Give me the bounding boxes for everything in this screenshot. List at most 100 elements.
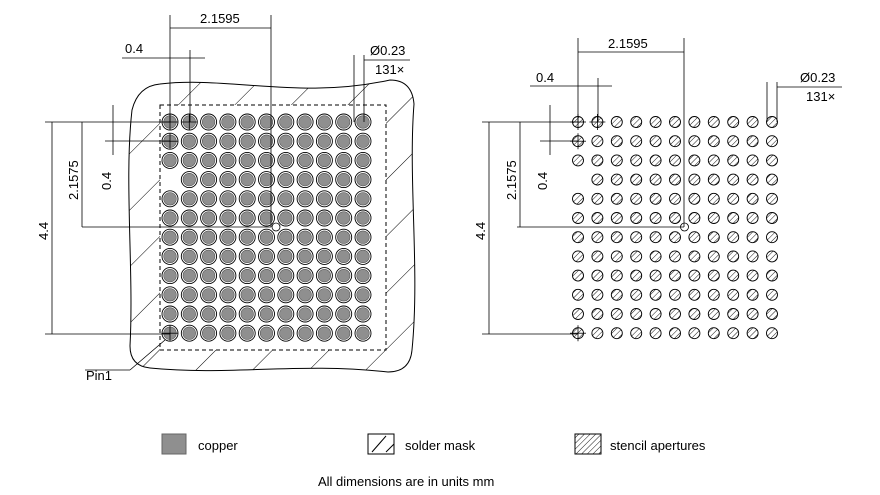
copper-pad — [277, 132, 295, 150]
stencil-aperture — [649, 327, 662, 340]
copper-pad — [335, 132, 353, 150]
stencil-aperture — [630, 173, 643, 186]
copper-pad — [354, 171, 372, 189]
stencil-aperture — [727, 269, 740, 282]
stencil-aperture — [610, 116, 623, 128]
stencil-aperture — [766, 288, 778, 301]
stencil-aperture — [649, 308, 662, 320]
copper-pad — [180, 324, 198, 342]
copper-pad — [200, 190, 218, 208]
dimensions-right — [482, 38, 842, 335]
dim-height: 4.4 — [36, 222, 51, 240]
copper-pad — [200, 305, 218, 323]
stencil-aperture — [707, 173, 720, 186]
copper-pad — [200, 324, 218, 342]
copper-pad — [180, 286, 198, 304]
stencil-aperture — [572, 288, 584, 301]
pin1-label: Pin1 — [86, 368, 112, 383]
stencil-aperture — [727, 288, 740, 301]
copper-pad — [258, 286, 275, 304]
stencil-aperture — [766, 116, 778, 128]
stencil-aperture — [746, 288, 759, 301]
copper-pad — [219, 190, 237, 208]
stencil-aperture — [572, 192, 584, 205]
stencil-aperture — [649, 250, 662, 263]
copper-pad — [277, 209, 295, 227]
stencil-aperture — [649, 231, 662, 244]
copper-pad — [180, 190, 198, 208]
copper-pad — [219, 267, 237, 285]
stencil-aperture — [610, 135, 623, 148]
stencil-aperture — [610, 231, 623, 244]
copper-pad — [296, 209, 314, 227]
left-view: 2.1595 0.4 Ø0.23 131× 4.4 2.1575 0.4 Pin… — [36, 11, 416, 383]
copper-pad — [200, 151, 218, 169]
dim-pitch-x: 2.1595 — [608, 36, 648, 51]
stencil-aperture — [649, 154, 662, 167]
copper-pad — [219, 324, 237, 342]
legend: copper solder mask stencil apertures — [161, 433, 706, 455]
stencil-aperture — [572, 231, 584, 244]
copper-pad — [258, 151, 275, 169]
dimensions-left — [45, 15, 410, 371]
stencil-aperture — [610, 327, 623, 340]
stencil-aperture — [707, 231, 720, 244]
stencil-aperture — [630, 327, 643, 340]
stencil-aperture — [610, 154, 623, 167]
stencil-aperture — [766, 269, 778, 282]
stencil-aperture — [746, 231, 759, 244]
stencil-aperture — [727, 308, 740, 320]
stencil-aperture — [669, 154, 681, 167]
copper-pad — [219, 247, 237, 265]
copper-pad — [180, 132, 198, 150]
stencil-aperture — [707, 269, 720, 282]
dim-count: 131× — [806, 89, 835, 104]
copper-pad — [238, 190, 256, 208]
copper-pad — [277, 324, 295, 342]
stencil-aperture — [727, 212, 740, 224]
copper-pad — [354, 228, 372, 246]
stencil-aperture — [630, 231, 643, 244]
copper-pad — [277, 267, 295, 285]
copper-pad — [238, 324, 256, 342]
copper-pad — [354, 132, 372, 150]
copper-pad — [161, 286, 179, 304]
stencil-aperture — [591, 269, 604, 282]
copper-pad — [315, 190, 333, 208]
stencil-aperture — [707, 288, 720, 301]
copper-pad — [161, 151, 179, 169]
copper-pad — [354, 286, 372, 304]
stencil-aperture — [669, 327, 681, 340]
stencil-aperture — [649, 173, 662, 186]
copper-pad — [161, 209, 179, 227]
stencil-aperture — [746, 269, 759, 282]
copper-pad — [219, 305, 237, 323]
stencil-aperture — [649, 192, 662, 205]
copper-pad — [219, 228, 237, 246]
stencil-aperture — [669, 173, 681, 186]
copper-pad — [315, 171, 333, 189]
copper-pad — [238, 228, 256, 246]
stencil-aperture — [630, 269, 643, 282]
copper-pad — [219, 209, 237, 227]
copper-pad — [296, 151, 314, 169]
stencil-aperture — [649, 135, 662, 148]
stencil-aperture — [766, 327, 778, 340]
copper-pad — [258, 247, 275, 265]
copper-pad — [335, 305, 353, 323]
stencil-aperture — [572, 269, 584, 282]
dim-pitch-small: 0.4 — [125, 41, 143, 56]
copper-pad — [200, 113, 218, 131]
stencil-aperture — [766, 135, 778, 148]
copper-pad — [296, 132, 314, 150]
stencil-aperture — [727, 192, 740, 205]
stencil-aperture — [630, 116, 643, 128]
stencil-aperture — [707, 327, 720, 340]
copper-pad — [277, 305, 295, 323]
copper-pad — [238, 286, 256, 304]
copper-pad — [335, 228, 353, 246]
stencil-aperture — [630, 250, 643, 263]
copper-pad — [238, 209, 256, 227]
stencil-aperture — [707, 212, 720, 224]
